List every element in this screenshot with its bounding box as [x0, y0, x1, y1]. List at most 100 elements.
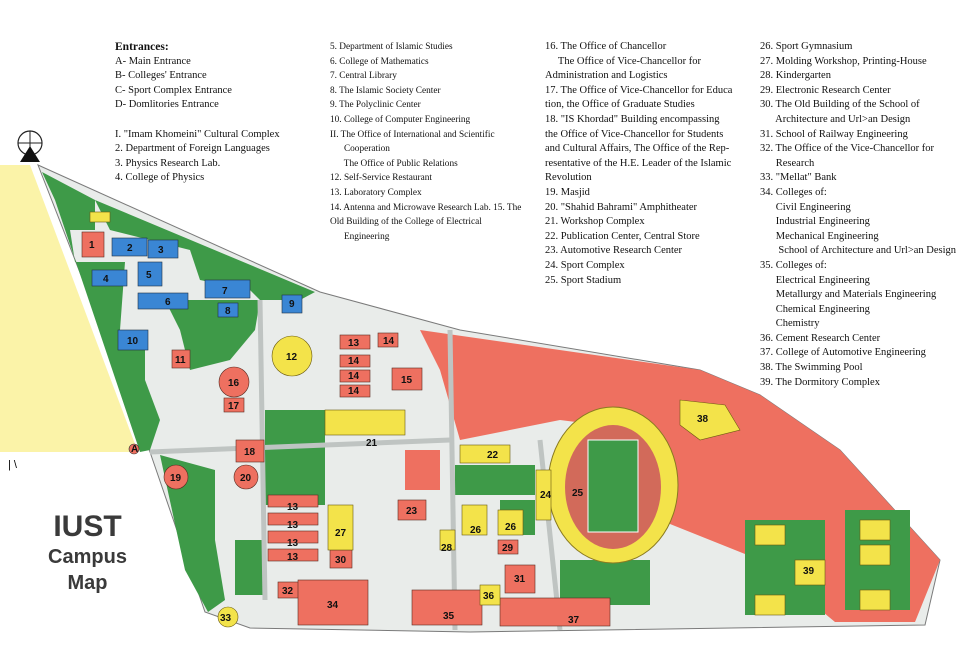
legend-item: and Cultural Affairs, The Office of the … [545, 143, 730, 155]
building-4[interactable] [91, 269, 128, 287]
north-arrow-icon [17, 130, 43, 162]
legend-item: 12. Self-Service Restaurant [330, 173, 432, 184]
svg-text:36: 36 [483, 591, 495, 602]
svg-text:30: 30 [335, 555, 347, 566]
legend-item: 21. Workshop Complex [545, 216, 645, 228]
svg-text:13: 13 [287, 502, 299, 513]
building-24[interactable] [535, 469, 552, 521]
svg-text:7: 7 [222, 286, 228, 297]
legend-item: C- Sport Complex Entrance [115, 84, 232, 96]
legend-item: 34. Colleges of: [760, 186, 827, 198]
svg-text:26: 26 [505, 522, 517, 533]
building-1[interactable] [81, 231, 105, 258]
building-13b[interactable] [267, 494, 319, 508]
building-misc-5[interactable] [754, 594, 786, 616]
building-27[interactable] [327, 504, 354, 551]
svg-text:28: 28 [441, 543, 453, 554]
building-14b[interactable] [339, 354, 371, 368]
edge-mark-left: | \ [8, 459, 18, 471]
building-13e[interactable] [267, 548, 319, 562]
svg-text:23: 23 [406, 506, 418, 517]
building-19[interactable] [163, 464, 189, 490]
building-18[interactable] [235, 439, 265, 463]
svg-text:20: 20 [240, 473, 252, 484]
building-misc-3[interactable] [859, 519, 891, 541]
building-14a[interactable] [377, 332, 399, 348]
building-37[interactable] [499, 597, 611, 627]
legend-item: 20. "Shahid Bahrami" Amphitheater [545, 201, 698, 213]
building-34[interactable] [297, 579, 369, 626]
building-13c[interactable] [267, 512, 319, 526]
building-misc-4[interactable] [859, 544, 891, 566]
legend-item: 38. The Swimming Pool [760, 362, 863, 374]
building-11[interactable] [171, 349, 191, 369]
building-39[interactable] [794, 559, 826, 586]
building-33[interactable] [217, 606, 239, 628]
building-7[interactable] [204, 279, 251, 299]
entrance-a-marker[interactable] [128, 443, 140, 455]
building-6[interactable] [137, 292, 189, 310]
legend-item: Architecture and Url>an Design [760, 113, 911, 125]
map-title: IUST Campus Map [25, 510, 150, 596]
building-13a[interactable] [339, 334, 371, 350]
building-10[interactable] [117, 329, 149, 351]
legend-item: the Office of Vice-Chancellor for Studen… [545, 128, 724, 140]
legend-item: 8. The Islamic Society Center [330, 85, 441, 96]
building-9[interactable] [281, 294, 303, 314]
building-2[interactable] [111, 237, 148, 257]
legend-item [115, 113, 280, 128]
building-13d[interactable] [267, 530, 319, 544]
svg-text:13: 13 [287, 520, 299, 531]
svg-text:14: 14 [348, 386, 360, 397]
legend-item: 24. Sport Complex [545, 259, 625, 271]
svg-text:14: 14 [348, 356, 360, 367]
legend-item: 33. "Mellat" Bank [760, 172, 837, 184]
legend-item: 36. Cement Research Center [760, 332, 881, 344]
building-22[interactable] [459, 444, 511, 464]
building-15[interactable] [391, 367, 423, 391]
building-21[interactable] [324, 409, 406, 436]
building-36[interactable] [479, 584, 501, 606]
svg-text:37: 37 [568, 615, 580, 626]
legend-item: 27. Molding Workshop, Printing-House [760, 55, 927, 67]
svg-text:14: 14 [383, 336, 395, 347]
legend-item: The Office of Vice-Chancellor for [545, 55, 701, 67]
building-misc-2[interactable] [754, 524, 786, 546]
building-14d[interactable] [339, 384, 371, 398]
building-14c[interactable] [339, 369, 371, 383]
building-28[interactable] [439, 529, 456, 551]
building-26[interactable] [497, 509, 524, 536]
building-20[interactable] [233, 464, 259, 490]
building-3[interactable] [147, 239, 179, 259]
svg-text:4: 4 [103, 274, 109, 285]
building-29[interactable] [497, 539, 519, 555]
building-16[interactable] [218, 366, 250, 398]
building-26b[interactable] [461, 504, 488, 536]
svg-text:27: 27 [335, 528, 347, 539]
building-12[interactable] [271, 335, 313, 377]
building-23[interactable] [397, 499, 427, 521]
legend-item: 2. Department of Foreign Languages [115, 143, 270, 155]
building-misc-1[interactable] [89, 211, 111, 223]
legend-item: 5. Department of Islamic Studies [330, 42, 453, 52]
building-38[interactable] [679, 399, 741, 441]
building-35[interactable] [411, 589, 483, 626]
legend-column-3: 16. The Office of Chancellor The Office … [545, 40, 732, 288]
legend-item: Cooperation [330, 144, 390, 155]
building-31[interactable] [504, 564, 536, 594]
building-5[interactable] [137, 261, 163, 287]
building-misc-6[interactable] [859, 589, 891, 611]
building-8[interactable] [217, 302, 239, 318]
svg-text:15: 15 [401, 375, 413, 386]
legend-item: Industrial Engineering [760, 216, 870, 228]
legend-item: Engineering [330, 231, 390, 242]
legend-item: B- Colleges' Entrance [115, 70, 207, 82]
map-title-line1: IUST [53, 510, 122, 543]
building-17[interactable] [223, 397, 245, 413]
legend-item: 25. Sport Stadium [545, 274, 622, 286]
svg-text:17: 17 [228, 401, 240, 412]
legend-item: 17. The Office of Vice-Chancellor for Ed… [545, 84, 733, 96]
stadium-pitch [587, 439, 639, 533]
